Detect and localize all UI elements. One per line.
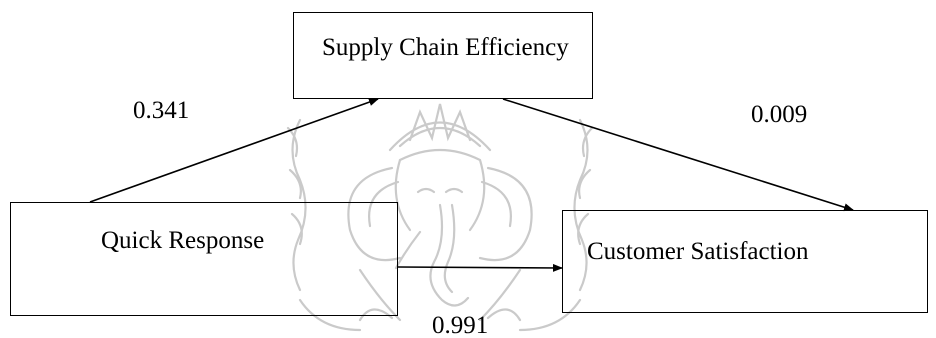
node-label-quick-response: Quick Response: [101, 227, 265, 254]
node-supply-chain-efficiency: Supply Chain Efficiency: [293, 12, 593, 99]
node-quick-response: Quick Response: [10, 202, 398, 316]
node-label-supply-chain-efficiency: Supply Chain Efficiency: [322, 34, 569, 61]
edge-label-sce-to-cs: 0.009: [751, 101, 808, 128]
edge-label-qr-to-cs: 0.991: [432, 312, 489, 338]
arrow-qr-to-sce: [89, 98, 379, 203]
arrow-qr-to-cs: [397, 263, 563, 272]
edge-label-qr-to-sce: 0.341: [133, 97, 190, 124]
arrow-sce-to-cs: [502, 98, 854, 212]
node-label-customer-satisfaction: Customer Satisfaction: [587, 238, 809, 265]
node-customer-satisfaction: Customer Satisfaction: [562, 210, 928, 313]
